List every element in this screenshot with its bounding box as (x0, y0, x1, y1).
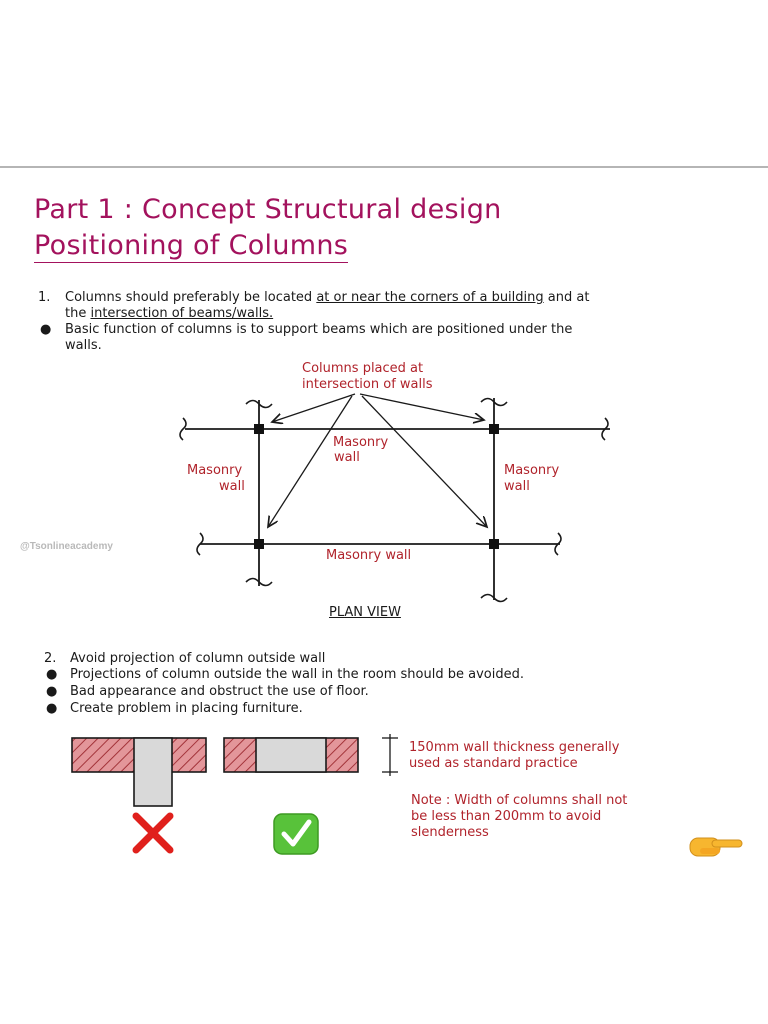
bullet-icon: ● (46, 667, 58, 682)
masonry-center-label-1: Masonry (333, 435, 389, 450)
bullet-icon: ● (46, 684, 58, 699)
section-2-bullet-1: Projections of column outside the wall i… (70, 667, 524, 682)
break-mark (480, 593, 508, 603)
section-1-line-2: the intersection of beams/walls. (65, 306, 273, 321)
section-1-line-1: Columns should preferably be located at … (65, 290, 589, 305)
column-flush (255, 737, 327, 773)
plan-view-drawing (71, 393, 610, 807)
column-bottom-right (489, 539, 499, 549)
masonry-left-label-2: wall (219, 479, 245, 494)
break-mark (196, 532, 204, 556)
callout-label-line-1: Columns placed at (302, 361, 424, 376)
plan-view-label: PLAN VIEW (329, 605, 401, 620)
width-note-line-1: Note : Width of columns shall not (411, 793, 628, 808)
underlined-text: at or near the corners of a building (316, 290, 544, 305)
break-mark (601, 417, 609, 441)
status-icons (132, 812, 743, 857)
section-2-bullet-3: Create problem in placing furniture. (70, 701, 303, 716)
callout-label-line-2: intersection of walls (302, 377, 433, 392)
thickness-note-line-1: 150mm wall thickness generally (409, 740, 620, 755)
section-2-heading: Avoid projection of column outside wall (70, 651, 326, 666)
break-mark (480, 397, 508, 407)
masonry-center-label-2: wall (334, 450, 360, 465)
cross-mark-icon (132, 812, 174, 854)
break-mark (245, 399, 273, 409)
underlined-text: intersection of beams/walls. (90, 306, 274, 321)
page-title: Part 1 : Concept Structural design (34, 194, 502, 225)
callout-arrow (359, 393, 484, 420)
masonry-right-label-1: Masonry (504, 463, 560, 478)
text-fragment: the (65, 306, 91, 321)
watermark: @Tsonlineacademy (20, 541, 113, 552)
column-top-right (489, 424, 499, 434)
column-top-left (254, 424, 264, 434)
break-mark (179, 417, 187, 441)
section-1-number: 1. (38, 290, 51, 305)
break-mark (554, 532, 562, 556)
masonry-left-label-1: Masonry (187, 463, 243, 478)
width-note-line-2: be less than 200mm to avoid (411, 809, 602, 824)
callout-arrow (361, 395, 487, 527)
thickness-note-line-2: used as standard practice (409, 756, 578, 771)
pointing-hand-icon (689, 837, 743, 857)
column-projecting (133, 737, 173, 807)
page-subtitle: Positioning of Columns (34, 230, 349, 263)
masonry-right-label-2: wall (504, 479, 530, 494)
column-bottom-left (254, 539, 264, 549)
section-2-number: 2. (44, 651, 57, 666)
section-2-bullet-2: Bad appearance and obstruct the use of f… (70, 684, 369, 699)
text-fragment: and at (543, 290, 590, 305)
width-note-line-3: slenderness (411, 825, 489, 840)
masonry-bottom-label: Masonry wall (326, 548, 412, 563)
section-1-bullet-line-2: walls. (65, 338, 102, 353)
bullet-icon: ● (40, 322, 52, 337)
check-mark-icon (273, 813, 319, 855)
callout-arrow (268, 395, 353, 527)
section-1-bullet-line-1: Basic function of columns is to support … (65, 322, 573, 337)
callout-arrow (272, 393, 356, 422)
document-page: Part 1 : Concept Structural design Posit… (0, 166, 768, 858)
bullet-icon: ● (46, 701, 58, 716)
break-mark (245, 577, 273, 587)
text-fragment: Columns should preferably be located (65, 290, 317, 305)
